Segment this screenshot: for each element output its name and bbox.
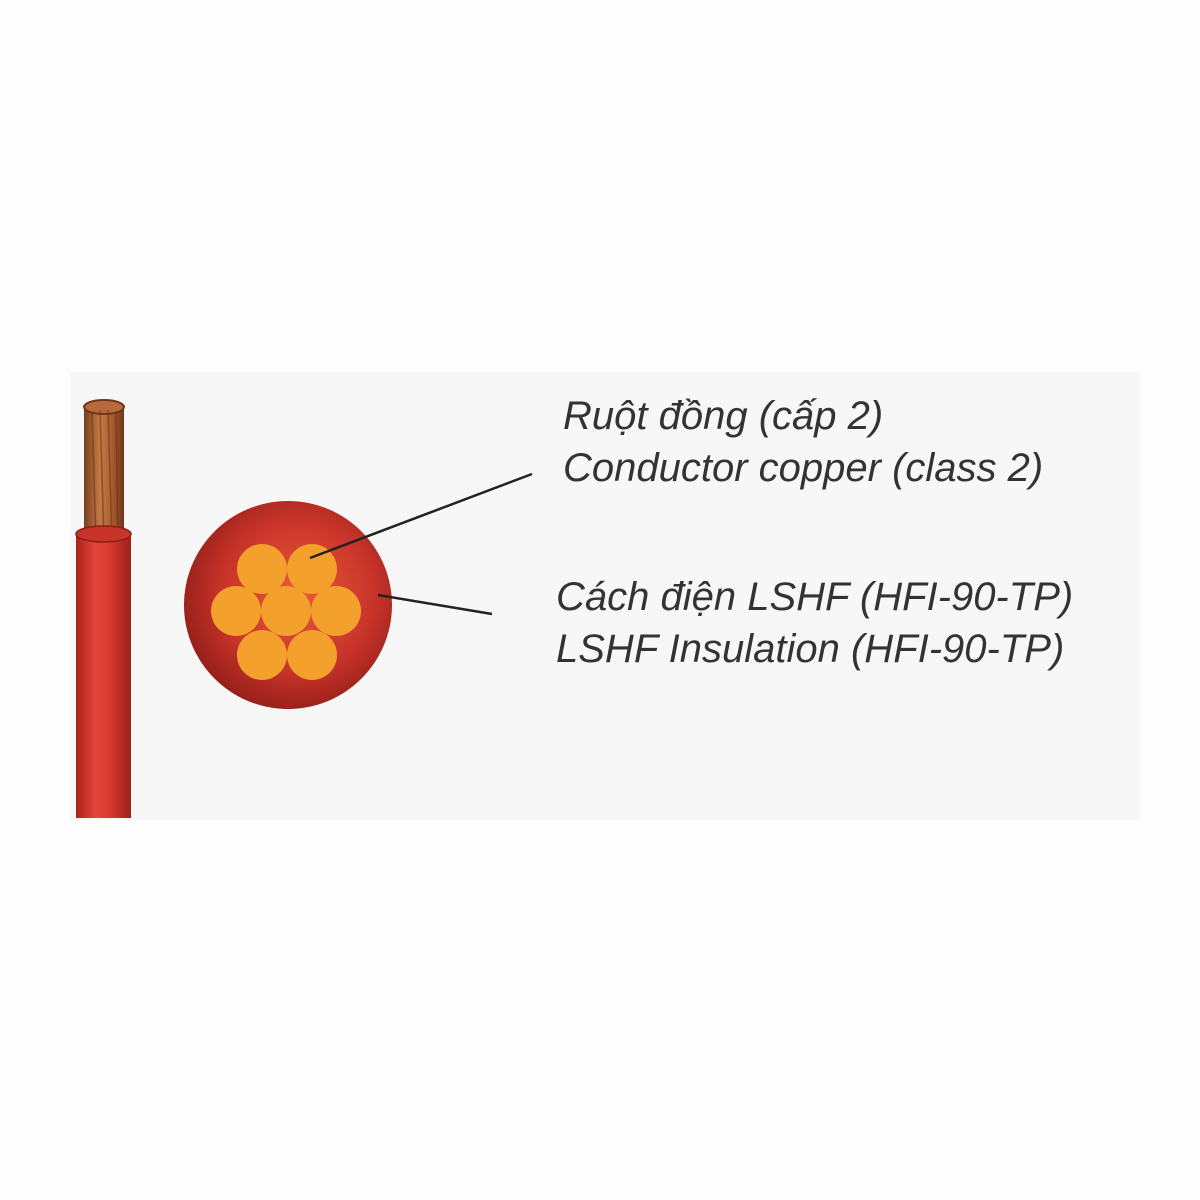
conductor-callout: Ruột đồng (cấp 2) Conductor copper (clas… (563, 390, 1043, 494)
cable-cross-section (184, 501, 392, 709)
insulation-label-en: LSHF Insulation (HFI-90-TP) (556, 627, 1065, 671)
strand (237, 544, 287, 594)
strand (211, 586, 261, 636)
insulation-leader-line (377, 593, 493, 616)
strand (261, 586, 311, 636)
cable-conductor-end (83, 399, 125, 545)
conductor-strands (211, 544, 361, 680)
strand (237, 630, 287, 680)
cable-insulation-jacket (75, 525, 132, 818)
strand (311, 586, 361, 636)
conductor-label-vi: Ruột đồng (cấp 2) (563, 394, 884, 438)
strand (287, 630, 337, 680)
strand (287, 544, 337, 594)
conductor-leader-line (309, 472, 533, 560)
insulation-callout: Cách điện LSHF (HFI-90-TP) LSHF Insulati… (556, 571, 1073, 675)
conductor-label-en: Conductor copper (class 2) (563, 446, 1044, 490)
insulation-label-vi: Cách điện LSHF (HFI-90-TP) (556, 575, 1074, 619)
